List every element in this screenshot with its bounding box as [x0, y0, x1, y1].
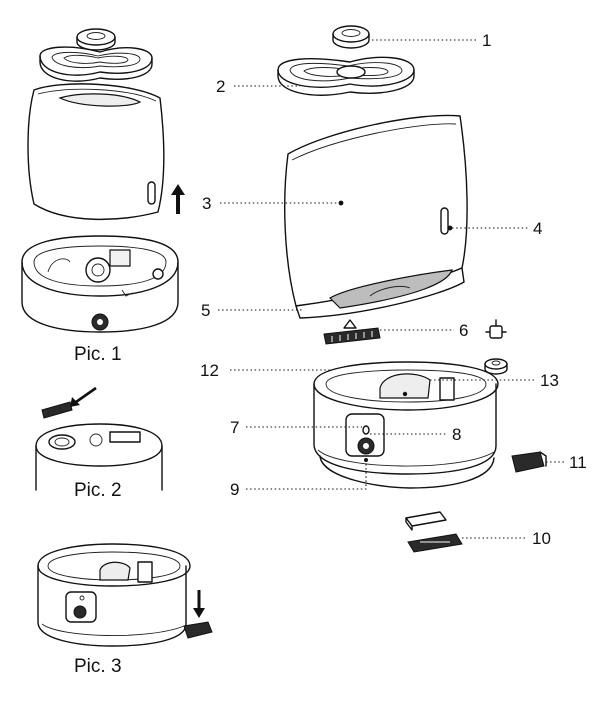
pic3-drawer	[183, 621, 213, 639]
pic3-drawer-arrow	[193, 590, 205, 618]
pic1-caption: Pic. 1	[74, 344, 122, 365]
part-6-filter	[323, 319, 381, 345]
part-11-drawer	[511, 451, 547, 473]
main-exploded-view: 1 2 3 4 5 6 12 13 7 8 11 9 10	[200, 25, 587, 553]
pic2-illustration: Pic. 2	[35, 386, 163, 501]
pic3-caption: Pic. 3	[74, 656, 122, 677]
part-5-tank-bottom	[295, 267, 465, 319]
pic1-water-tank	[27, 83, 165, 221]
pic1-lift-arrow	[171, 184, 185, 214]
pic3-illustration: Pic. 3	[37, 543, 213, 677]
pic2-filter-cartridge	[41, 401, 73, 419]
callout-8: 8	[452, 425, 461, 444]
part-13-valve-parts	[484, 319, 508, 375]
pic1-base	[21, 235, 179, 333]
pic1-illustration: Pic. 1	[21, 28, 185, 365]
pic3-base	[37, 543, 191, 647]
part-10-pad-and-tray	[405, 511, 463, 553]
pic2-insert-arrow	[70, 386, 97, 407]
callout-1: 1	[482, 31, 491, 50]
callout-6: 6	[459, 321, 468, 340]
pic2-base-top	[35, 423, 163, 491]
callout-12: 12	[200, 361, 219, 380]
pic2-caption: Pic. 2	[74, 480, 122, 501]
part-1-cap	[332, 25, 370, 49]
part-3-tank	[284, 114, 468, 307]
callout-4: 4	[533, 219, 542, 238]
pic1-top-cap	[76, 28, 116, 51]
part-2-plate	[277, 56, 415, 96]
callout-labels: 1 2 3 4 5 6 12 13 7 8 11 9 10	[200, 31, 587, 548]
callout-2: 2	[216, 77, 225, 96]
callout-13: 13	[540, 371, 559, 390]
pic1-lid-plate	[39, 46, 153, 82]
callout-10: 10	[532, 529, 551, 548]
callout-5: 5	[201, 301, 210, 320]
callout-3: 3	[202, 194, 211, 213]
callout-9: 9	[230, 480, 239, 499]
main-base	[313, 361, 499, 489]
callout-leaders	[218, 39, 564, 539]
callout-11: 11	[569, 453, 587, 472]
callout-7: 7	[230, 418, 239, 437]
